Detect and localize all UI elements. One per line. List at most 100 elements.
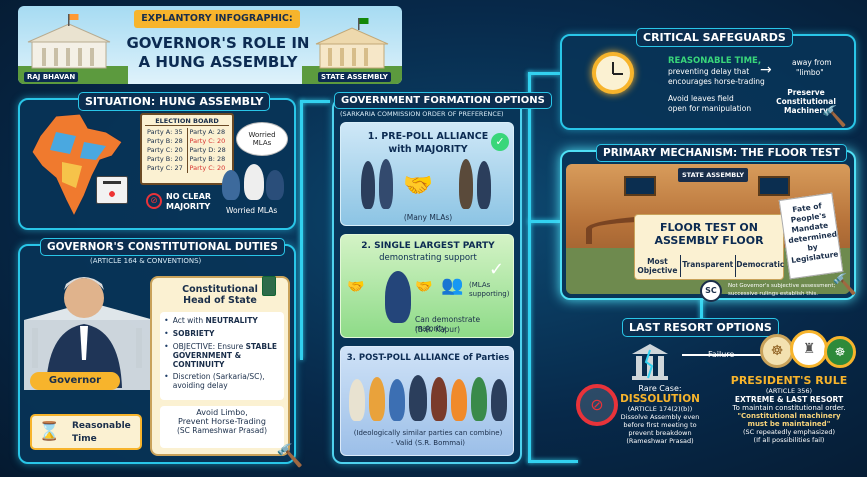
pr-title: PRESIDENT'S RULE <box>730 374 848 387</box>
limbo-line-1: Avoid Limbo, <box>196 408 248 417</box>
pr-extreme: EXTREME & LAST RESORT <box>734 395 844 404</box>
check-icon: ✓ <box>489 259 505 280</box>
limbo-line-3: (SC Rameshwar Prasad) <box>177 426 267 435</box>
dissolution-line-4: (Rameshwar Prasad) <box>626 437 694 445</box>
no-majority-line-1: NO CLEAR <box>166 192 212 201</box>
dissolution-line-2: before first meeting to <box>623 421 697 429</box>
handshake-icon: 🤝 <box>415 279 433 295</box>
option-2-card: 2. SINGLE LARGEST PARTY demonstrating su… <box>340 234 514 338</box>
option-1-card: 1. PRE-POLL ALLIANCE with MAJORITY ✓ 🤝 (… <box>340 122 514 226</box>
pr-if: (If all possibilities fail) <box>753 436 825 444</box>
formation-title: GOVERNMENT FORMATION OPTIONS <box>334 92 552 109</box>
pillar-icon <box>630 344 670 380</box>
supporting-line-2: supporting) <box>469 290 510 298</box>
connector <box>700 298 703 326</box>
header-title-2: A HUNG ASSEMBLY <box>138 53 298 71</box>
connector <box>300 100 330 103</box>
election-board-title: ELECTION BOARD <box>145 117 229 126</box>
person-figure <box>409 375 427 421</box>
floor-test-box: FLOOR TEST ON ASSEMBLY FLOOR Most Object… <box>634 214 784 280</box>
gavel-icon: 🔨 <box>822 104 847 128</box>
duty-item: •Act with NEUTRALITY <box>164 316 258 325</box>
connector <box>528 72 560 75</box>
floor-test-title: PRIMARY MECHANISM: THE FLOOR TEST <box>596 144 847 162</box>
board-cell: Party B: 28 <box>145 137 188 146</box>
person-figure <box>491 379 507 421</box>
floor-note-1: Not Governor's subjective assessment; <box>728 283 836 289</box>
sc-badge: SC <box>700 280 722 302</box>
rt-line-3: encourages horse-trading <box>668 77 765 86</box>
option-3-caption-2: - Valid (S.R. Bommai) <box>391 439 465 447</box>
dissolution-card: Rare Case: DISSOLUTION (ARTICLE 174(2)(b… <box>616 384 704 464</box>
scroll-heading-1: Constitutional <box>182 284 258 295</box>
person-figure <box>477 161 491 209</box>
board-cell: Party B: 28 <box>189 155 226 163</box>
floor-main-1: FLOOR TEST ON <box>660 221 758 234</box>
option-2-caption-2: (B.R. Kapur) <box>415 325 461 334</box>
limbo-box: Avoid Limbo, Prevent Horse-Trading (SC R… <box>160 406 284 448</box>
person-figure <box>451 379 467 421</box>
supporting-line-1: (MLAs <box>469 281 491 289</box>
situation-title: SITUATION: HUNG ASSEMBLY <box>78 92 271 111</box>
limbo-line-2: Prevent Horse-Trading <box>178 417 266 426</box>
rt-title: REASONABLE TIME, <box>668 56 762 66</box>
quality-most-objective: Most Objective <box>635 255 681 277</box>
duty-item: •Discretion (Sarkaria/SC), avoiding dela… <box>164 372 265 390</box>
state-assembly-caption: STATE ASSEMBLY <box>318 72 391 82</box>
board-cell: Party D: 28 <box>189 146 226 154</box>
header-pre-title: EXPLANTORY INFOGRAPHIC: <box>134 10 300 28</box>
rare-case-label: Rare Case: <box>638 384 682 393</box>
scroll-heading-2: Head of State <box>183 295 257 306</box>
dissolution-line-3: prevent breakdown <box>628 429 692 437</box>
quality-transparent: Transparent <box>681 255 736 277</box>
hourglass-icon: ⌛ <box>38 421 61 442</box>
floor-note-2: successive rulings establish this. <box>728 291 819 297</box>
ballot-box-icon <box>96 176 128 204</box>
duty-item: •SOBRIETY <box>164 329 215 338</box>
option-2-caption-1: Can demonstrate majority <box>415 315 481 333</box>
arrow-right-icon <box>682 354 762 356</box>
option-1-caption: (Many MLAs) <box>403 213 453 222</box>
no-dissolution-icon: ⊘ <box>576 384 618 426</box>
away-line-2: "limbo" <box>796 68 824 77</box>
avoid-line-2: open for manipulation <box>668 104 752 113</box>
person-figure <box>459 159 473 209</box>
presidential-seal: ☸ <box>760 334 794 368</box>
person-figure <box>379 159 393 209</box>
connector <box>528 460 578 463</box>
header-banner: EXPLANTORY INFOGRAPHIC: GOVERNOR'S ROLE … <box>18 6 402 84</box>
mandate-text: Fate of People's Mandate determined by L… <box>787 201 840 265</box>
duties-title: GOVERNOR'S CONSTITUTIONAL DUTIES <box>40 238 285 256</box>
person-figure <box>361 161 375 209</box>
reasonable-line-1: Reasonable <box>72 421 131 431</box>
speech-bubble: Worried MLAs <box>236 122 288 156</box>
no-majority-icon: ⊘ <box>146 193 162 209</box>
handshake-icon: 🤝 <box>347 279 365 295</box>
rt-line-2: preventing delay that <box>668 67 750 76</box>
raj-bhavan-caption: RAJ BHAVAN <box>24 72 79 82</box>
preserve-line-2: Constitutional <box>776 97 836 106</box>
mandate-paper: Fate of People's Mandate determined by L… <box>778 192 844 280</box>
connector <box>300 100 303 360</box>
pr-article: (ARTICLE 356) <box>765 387 813 395</box>
board-cell: Party C: 20 <box>189 137 226 145</box>
clock-icon <box>592 52 634 94</box>
gavel-icon: 🔨 <box>832 272 857 296</box>
option-1-title: 1. PRE-POLL ALLIANCE <box>367 131 489 142</box>
supporters-icon: 👥 <box>441 275 464 296</box>
safeguards-title: CRITICAL SAFEGUARDS <box>636 28 793 47</box>
header-title-1: GOVERNOR'S ROLE IN <box>126 34 310 52</box>
reasonable-line-2: Time <box>72 434 97 444</box>
preserve-line-1: Preserve <box>787 88 825 97</box>
pr-maintain: To maintain constitutional order. <box>732 404 846 412</box>
preserve-line-3: Machinery <box>784 106 828 115</box>
mla-figure <box>222 170 240 200</box>
board-cell: Party C: 20 <box>189 164 226 172</box>
connector <box>528 72 531 462</box>
arrow-right-icon: → <box>760 62 772 78</box>
connector <box>528 220 560 223</box>
